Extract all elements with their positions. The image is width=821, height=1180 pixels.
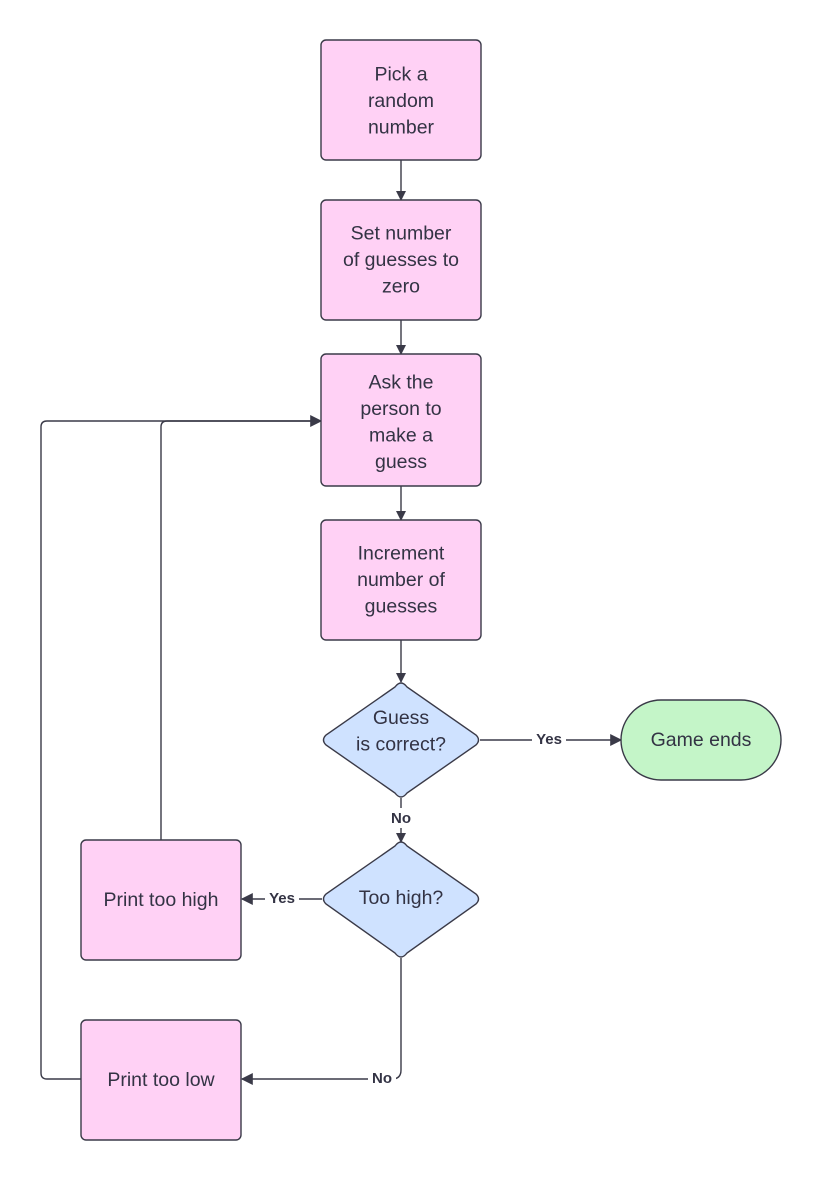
node-label-line: Guess [373, 707, 430, 729]
node-label-line: random [368, 90, 434, 112]
node-label-line: zero [382, 276, 420, 298]
terminal-game-ends: Game ends [620, 699, 782, 781]
edge-high-no-to-print-low [240, 958, 402, 1085]
node-label-line: of guesses to [343, 249, 459, 271]
edge-labels: Yes No Yes No [265, 729, 566, 1088]
label-high-yes: Yes [269, 890, 295, 907]
node-increment: Increment number of guesses [320, 519, 482, 641]
node-label-line: guesses [365, 596, 438, 618]
decision-guess-correct: Guess is correct? [322, 682, 480, 798]
label-correct-no: No [391, 810, 411, 827]
edge-print-low-loop-to-ask [40, 420, 321, 1080]
node-print-too-low: Print too low [80, 1019, 242, 1141]
label-high-no: No [372, 1070, 392, 1087]
svg-text:Print too high: Print too high [104, 889, 219, 911]
node-label-line: Game ends [651, 729, 752, 751]
svg-text:Print too low: Print too low [107, 1069, 215, 1091]
node-label-line: guess [375, 451, 427, 473]
node-label-line: Pick a [374, 64, 427, 86]
svg-text:Too high?: Too high? [359, 887, 444, 909]
nodes: Pick a random number Set number of guesses … [80, 39, 782, 1141]
node-label-line: Too high? [359, 887, 444, 909]
decision-too-high: Too high? [322, 841, 480, 958]
node-label-line: number [368, 117, 435, 139]
node-label-line: is correct? [356, 733, 446, 755]
node-label-line: number of [357, 569, 445, 591]
node-label-line: person to [360, 398, 441, 420]
node-print-too-high: Print too high [80, 839, 242, 961]
node-pick-random: Pick a random number [320, 39, 482, 161]
node-label-line: Ask the [368, 371, 433, 393]
edge-print-high-loop-to-ask [160, 415, 323, 840]
node-label-line: Print too low [107, 1069, 215, 1091]
node-label-line: Set number [351, 223, 452, 245]
node-label-line: make a [369, 424, 433, 446]
node-set-guesses: Set number of guesses to zero [320, 199, 482, 321]
label-correct-yes: Yes [536, 731, 562, 748]
node-label-line: Increment [358, 543, 445, 565]
svg-text:Game ends: Game ends [651, 729, 752, 751]
node-label-line: Print too high [104, 889, 219, 911]
node-ask-guess: Ask the person to make a guess [320, 353, 482, 487]
